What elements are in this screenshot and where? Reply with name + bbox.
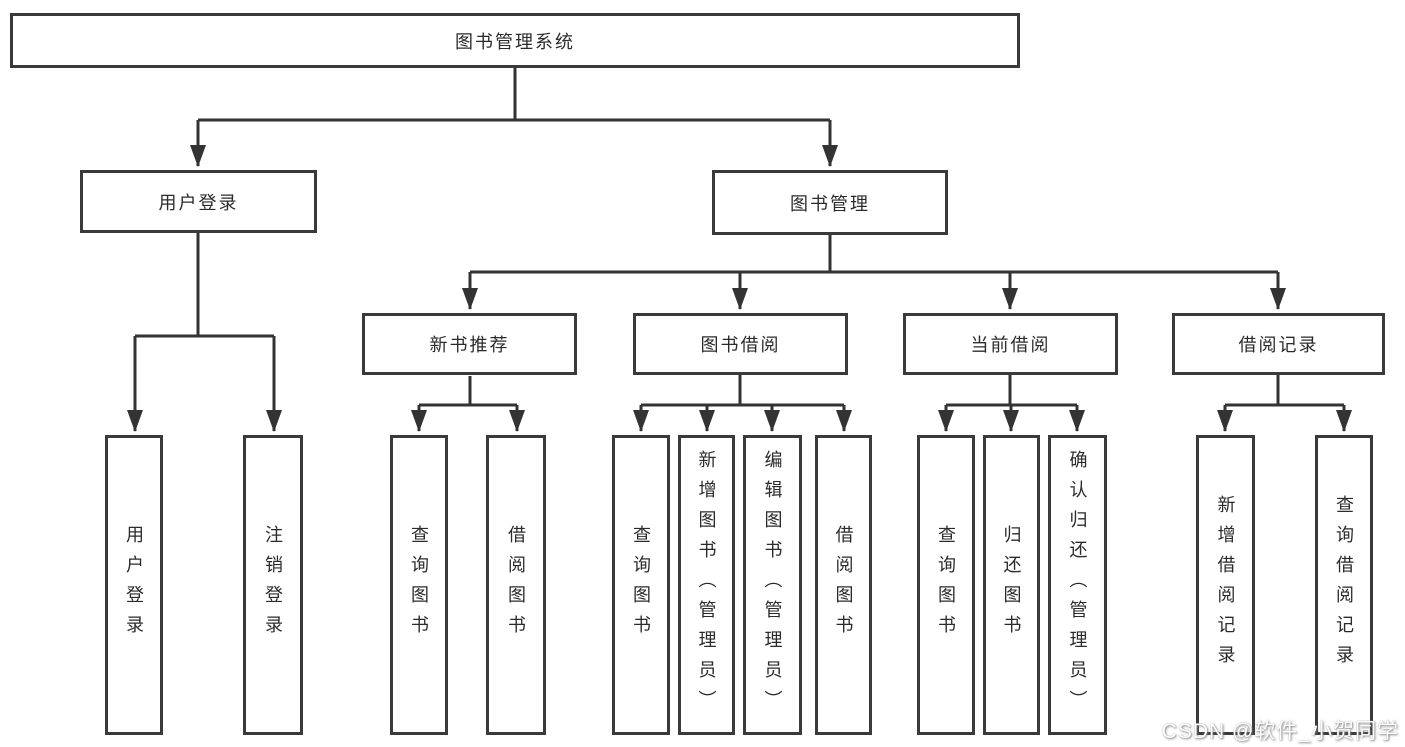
node-label: 新书推荐: [429, 335, 510, 355]
node-book-borrowing: 图书借阅: [633, 313, 848, 375]
leaf-query-books-borrowing: 查询图书: [612, 435, 670, 735]
leaf-label: 归还图书: [1001, 525, 1022, 645]
leaf-logout: 注销登录: [243, 435, 303, 735]
node-borrowing-records: 借阅记录: [1172, 313, 1385, 375]
leaf-label: 借阅图书: [506, 525, 526, 645]
leaf-user-login: 用户登录: [105, 435, 163, 735]
node-current-borrowing: 当前借阅: [903, 313, 1118, 375]
leaf-add-book-admin: 新增图书（管理员）: [678, 435, 735, 735]
leaf-label: 注销登录: [263, 525, 283, 645]
leaf-query-books-recommend: 查询图书: [390, 435, 448, 735]
leaf-label: 确认归还（管理员）: [1067, 450, 1088, 720]
leaf-edit-book-admin: 编辑图书（管理员）: [743, 435, 802, 735]
node-label: 图书借阅: [700, 335, 781, 355]
leaf-label: 查询图书: [631, 525, 651, 645]
node-label: 图书管理系统: [455, 31, 575, 52]
node-book-management: 图书管理: [712, 170, 948, 235]
node-label: 用户登录: [158, 192, 239, 213]
leaf-label: 新增借阅记录: [1215, 495, 1236, 675]
node-label: 借阅记录: [1238, 335, 1319, 355]
leaf-confirm-return-admin: 确认归还（管理员）: [1048, 435, 1107, 735]
leaf-return-books: 归还图书: [983, 435, 1040, 735]
leaf-label: 用户登录: [124, 525, 144, 645]
leaf-add-borrowing-record: 新增借阅记录: [1196, 435, 1255, 735]
leaf-query-borrowing-record: 查询借阅记录: [1315, 435, 1373, 735]
node-library-management-system: 图书管理系统: [10, 13, 1020, 68]
leaf-label: 新增图书（管理员）: [696, 450, 717, 720]
node-new-book-recommendation: 新书推荐: [362, 313, 577, 375]
leaf-label: 查询借阅记录: [1334, 495, 1354, 675]
node-user-login: 用户登录: [80, 170, 317, 233]
leaf-label: 借阅图书: [833, 525, 854, 645]
leaf-label: 查询图书: [936, 525, 956, 645]
csdn-watermark: CSDN @软件_小贺同学: [1161, 720, 1399, 743]
leaf-label: 编辑图书（管理员）: [762, 450, 783, 720]
leaf-query-books-current: 查询图书: [917, 435, 975, 735]
connector-group: [127, 68, 1352, 432]
node-label: 当前借阅: [970, 335, 1051, 355]
leaf-borrow-books: 借阅图书: [815, 435, 872, 735]
leaf-borrow-books-recommend: 借阅图书: [486, 435, 546, 735]
node-label: 图书管理: [790, 193, 870, 214]
leaf-label: 查询图书: [409, 525, 429, 645]
